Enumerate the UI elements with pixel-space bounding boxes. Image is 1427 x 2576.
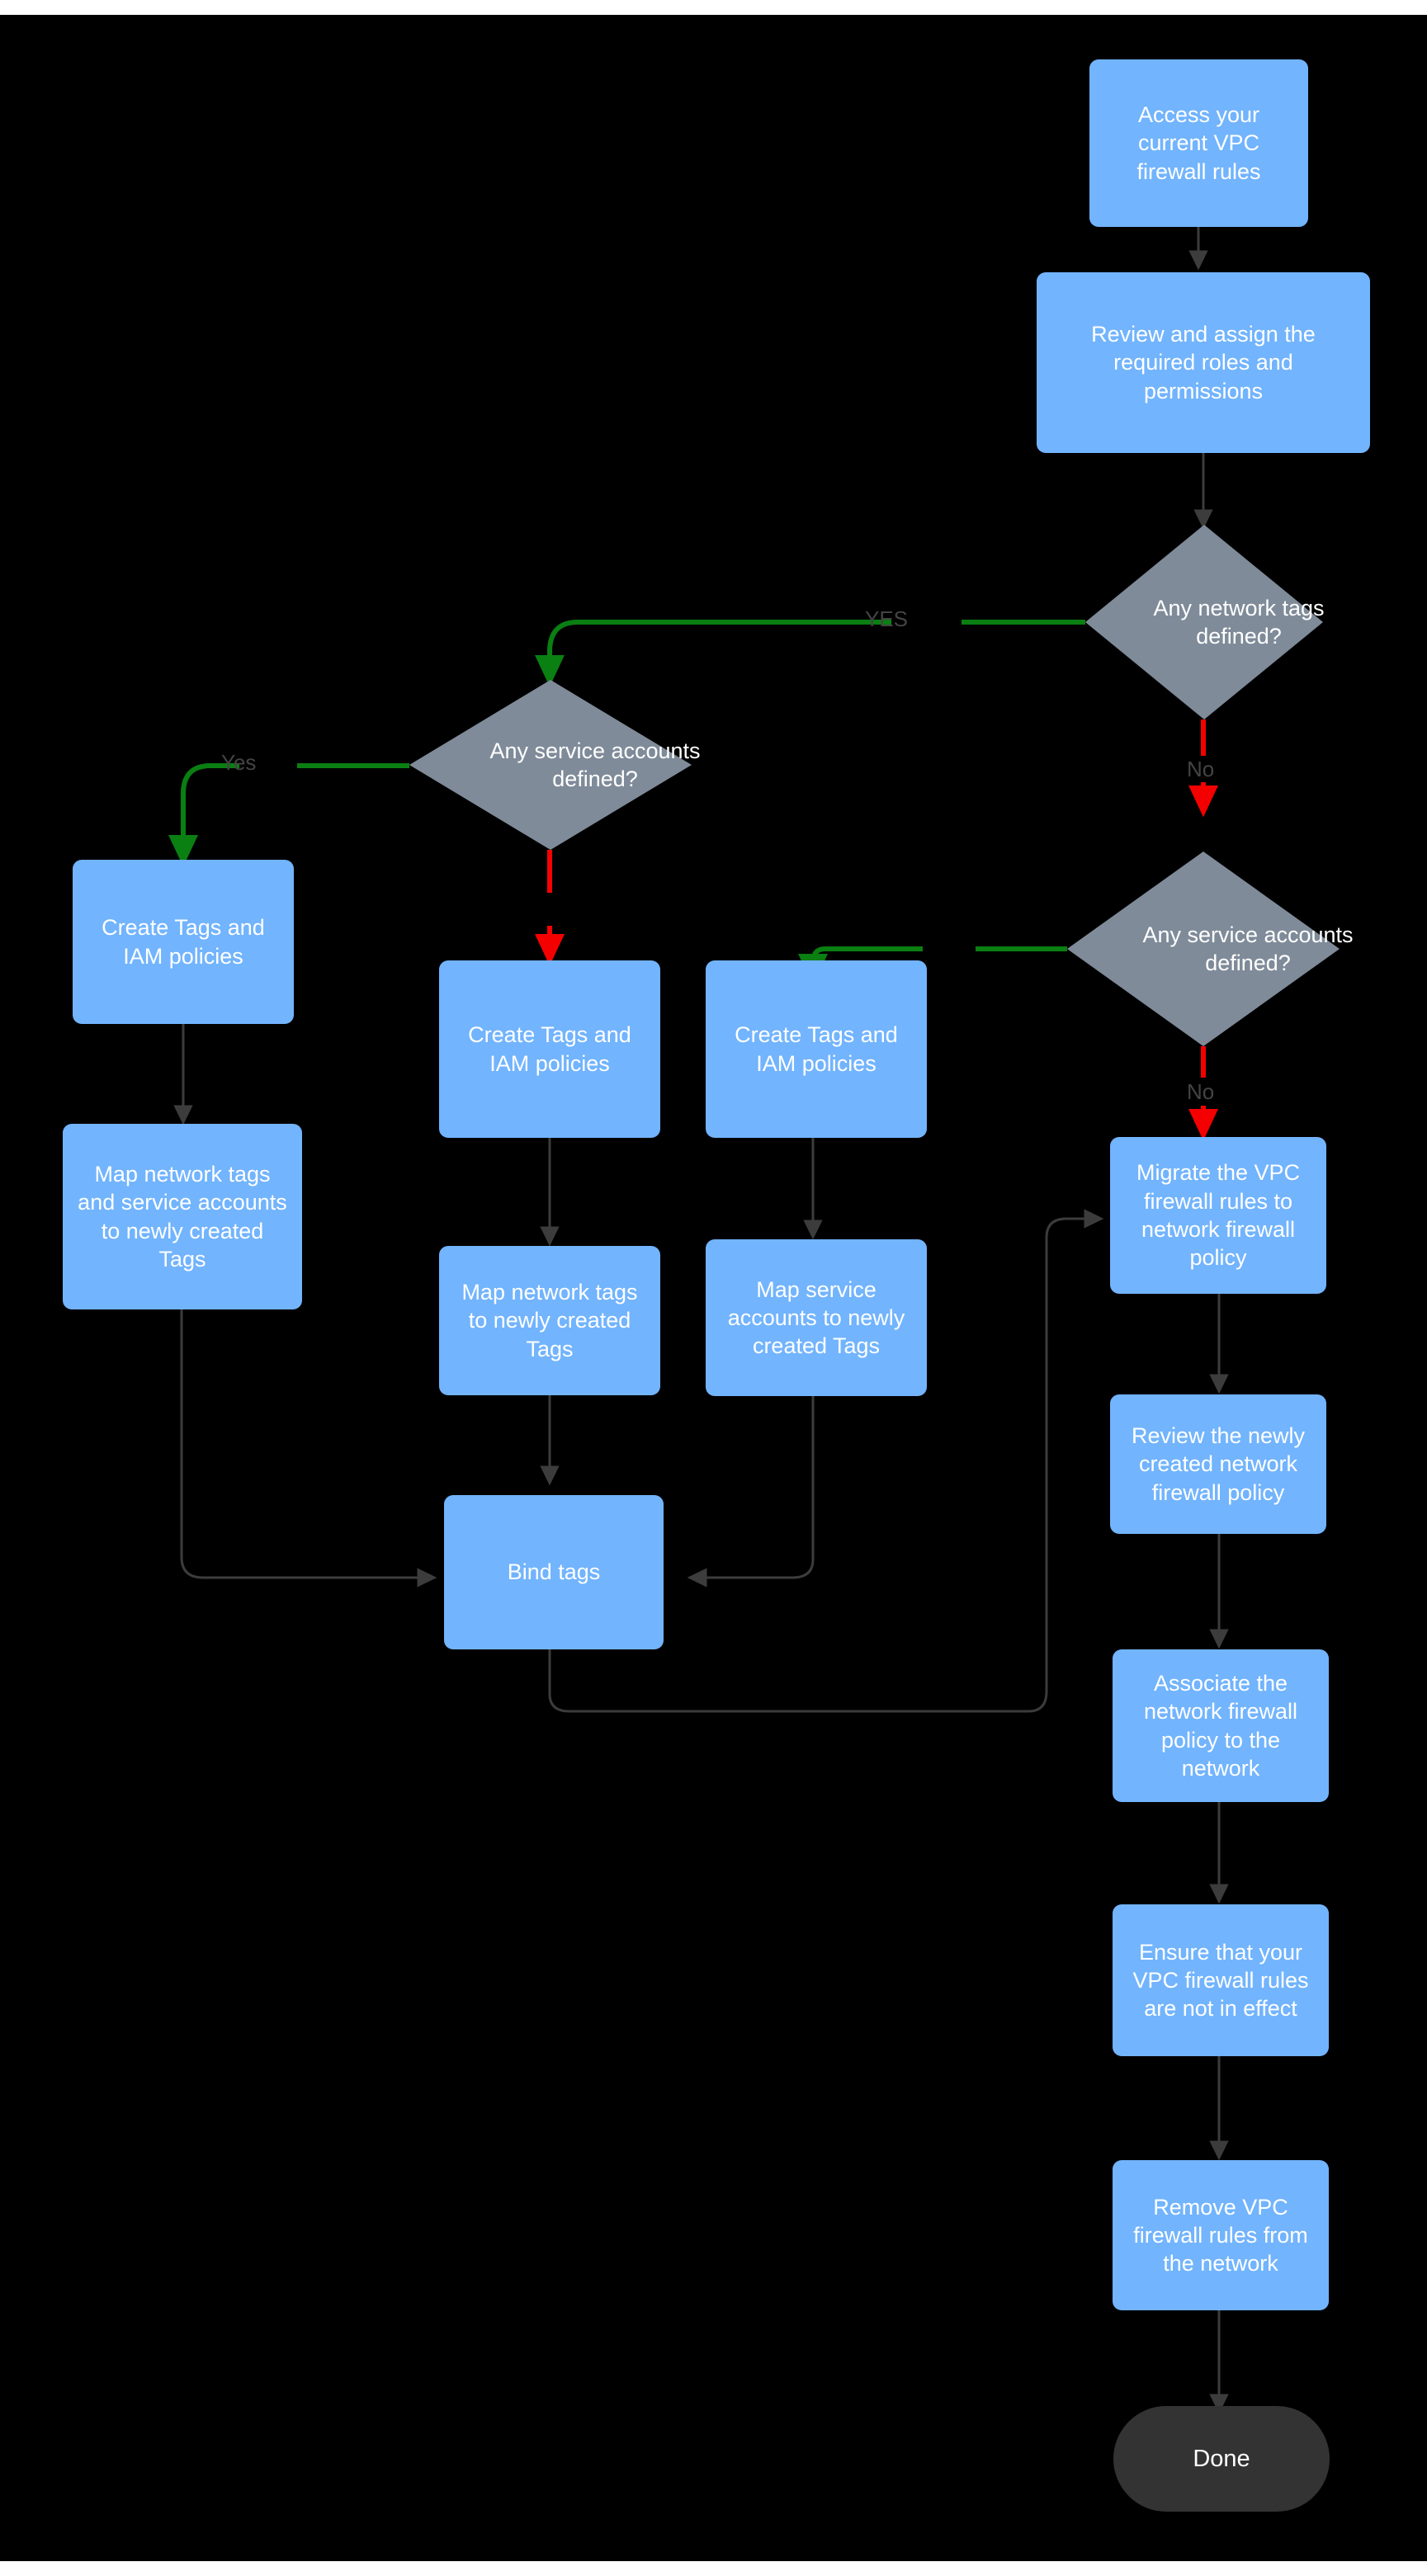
node-label: Any network tags defined?	[1153, 595, 1325, 649]
node-create-tags-2[interactable]: Create Tags and IAM policies	[439, 960, 660, 1138]
node-remove-vpc-rules[interactable]: Remove VPC firewall rules from the netwo…	[1113, 2160, 1329, 2310]
edge-label-service-right-no: No	[1187, 1079, 1215, 1104]
node-label: Access your current VPC firewall rules	[1136, 102, 1261, 184]
node-label: Any service accounts defined?	[1142, 922, 1354, 975]
node-label: Ensure that your VPC firewall rules are …	[1132, 1939, 1309, 2022]
node-map-network-tags[interactable]: Map network tags to newly created Tags	[439, 1246, 660, 1395]
edge-label-network-tags-no: No	[1187, 757, 1215, 781]
node-done[interactable]: Done	[1113, 2406, 1330, 2512]
node-any-network-tags[interactable]: Any network tags defined?	[1085, 525, 1325, 719]
node-label: Any service accounts defined?	[489, 738, 701, 791]
node-label: Remove VPC firewall rules from the netwo…	[1133, 2194, 1308, 2276]
node-review-roles[interactable]: Review and assign the required roles and…	[1037, 272, 1370, 453]
node-associate-policy[interactable]: Associate the network firewall policy to…	[1113, 1649, 1329, 1802]
node-label: Review the newly created network firewal…	[1131, 1423, 1306, 1505]
node-ensure-not-in-effect[interactable]: Ensure that your VPC firewall rules are …	[1113, 1904, 1329, 2056]
node-label: Map service accounts to newly created Ta…	[727, 1276, 905, 1359]
node-label: Create Tags and IAM policies	[102, 915, 265, 969]
edge-label-network-tags-yes: YES	[865, 606, 909, 631]
node-any-service-accounts-left[interactable]: Any service accounts defined?	[409, 680, 701, 850]
node-review-policy[interactable]: Review the newly created network firewal…	[1110, 1394, 1326, 1534]
edge-label-service-left-yes: Yes	[221, 750, 257, 775]
node-create-tags-1[interactable]: Create Tags and IAM policies	[73, 860, 294, 1024]
node-create-tags-3[interactable]: Create Tags and IAM policies	[706, 960, 927, 1138]
node-any-service-accounts-right[interactable]: Any service accounts defined?	[1067, 852, 1354, 1046]
node-label: Create Tags and IAM policies	[735, 1022, 898, 1076]
node-map-service-accounts[interactable]: Map service accounts to newly created Ta…	[706, 1239, 927, 1396]
node-access-vpc[interactable]: Access your current VPC firewall rules	[1089, 59, 1308, 227]
node-label: Done	[1193, 2445, 1250, 2472]
node-map-tags-and-accounts[interactable]: Map network tags and service accounts to…	[63, 1124, 302, 1309]
node-label: Create Tags and IAM policies	[468, 1022, 631, 1076]
node-label: Review and assign the required roles and…	[1091, 322, 1316, 403]
node-migrate-rules[interactable]: Migrate the VPC firewall rules to networ…	[1110, 1137, 1326, 1294]
node-label: Associate the network firewall policy to…	[1143, 1670, 1298, 1781]
node-bind-tags[interactable]: Bind tags	[444, 1495, 664, 1649]
node-label: Map network tags to newly created Tags	[461, 1280, 638, 1361]
node-label: Bind tags	[507, 1559, 601, 1585]
node-label: Migrate the VPC firewall rules to networ…	[1136, 1160, 1301, 1271]
node-label: Map network tags and service accounts to…	[78, 1161, 287, 1271]
